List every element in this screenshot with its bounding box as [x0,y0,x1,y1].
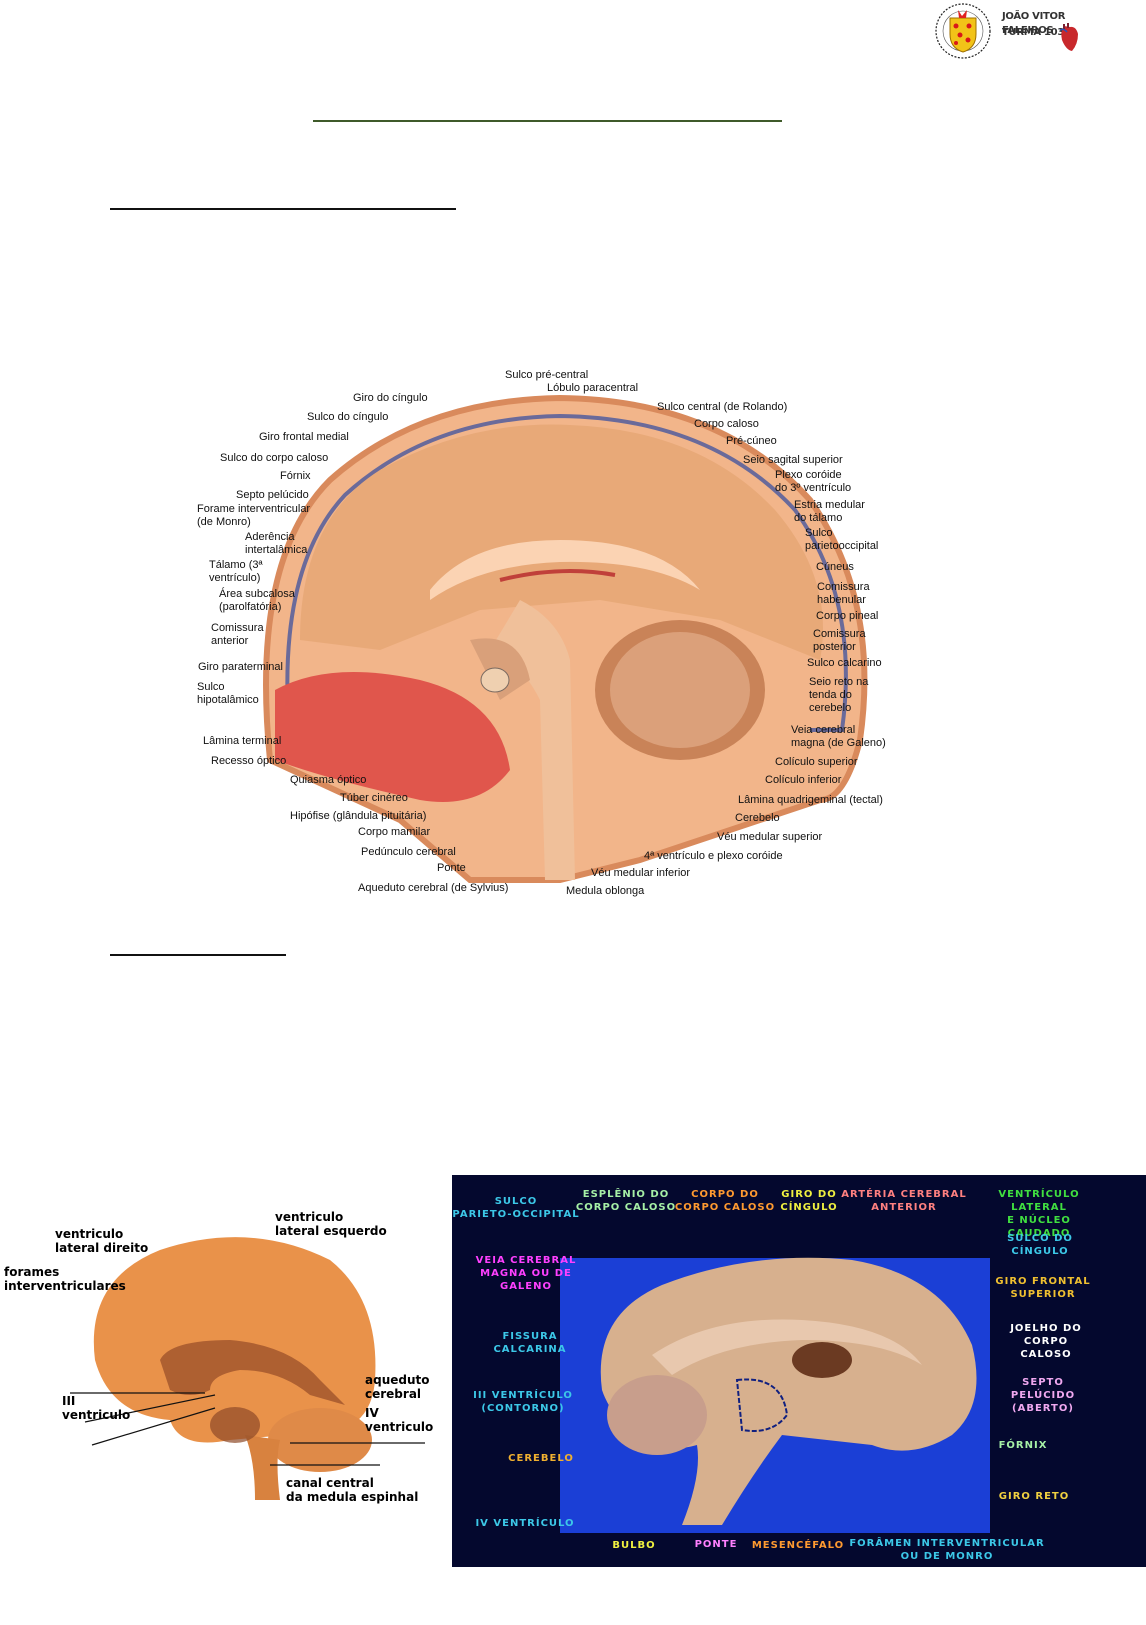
label-ponte: PONTE [694,1539,738,1550]
label-aderencia: Aderência intertalâmica [245,531,308,556]
header-logo: JOÃO VITOR FALEIROS TURMA 103 [934,2,1094,60]
figure-sagittal-brain: Giro do cíngulo Sulco do cíngulo Giro fr… [197,369,886,897]
label-coliculo-superior: Colículo superior [775,756,858,768]
label-corpo-mamilar: Corpo mamilar [358,826,431,838]
ventricles-illustration [70,1237,425,1500]
label-lobulo-paracentral: Lóbulo paracentral [547,382,639,394]
label-forames-interventriculares: forames interventriculares [4,1265,126,1293]
label-septo-pelucido: SEPTO PELÚCIDO (ABERTO) [1010,1377,1076,1414]
figure-ventricles: ventriculo lateral direito ventriculo la… [0,1200,450,1520]
figure-brain-photo: SULCO PARIETO-OCCIPITAL ESPLÊNIO DO CORP… [452,1175,1146,1567]
class-label: TURMA 103 [1002,27,1064,38]
label-seio-sagital: Seio sagital superior [743,454,843,466]
label-septo-pelucido: Septo pelúcido [236,489,309,501]
label-veu-medular-superior: Véu medular superior [717,831,823,843]
label-giro-cingulo: Giro do cíngulo [353,392,428,404]
label-recesso-optico: Recesso óptico [211,755,287,767]
label-ventriculo-lateral-esquerdo: ventriculo lateral esquerdo [275,1210,387,1238]
label-seio-reto: Seio reto na tenda do cerebelo [809,676,869,714]
label-joelho: JOELHO DO CORPO CALOSO [1010,1323,1082,1360]
label-quiasma-optico: Quiasma óptico [290,774,367,786]
label-giro-paraterminal: Giro paraterminal [198,661,283,673]
label-sulco-central: Sulco central (de Rolando) [657,401,788,413]
label-ponte: Ponte [437,862,466,874]
label-sulco-hipotalamico: Sulco hipotalâmico [197,681,259,706]
label-arteria-cerebral: ARTÉRIA CEREBRAL ANTERIOR [841,1189,967,1213]
label-area-subcalosa: Área subcalosa (parolfatória) [219,588,295,613]
label-comissura-posterior: Comissura posterior [813,628,866,653]
label-plexo-coroide: Plexo coróide do 3º ventrículo [775,469,852,494]
label-aqueduto-cerebral: aqueduto cerebral [365,1373,430,1401]
label-iii-ventriculo: III VENTRÍCULO (CONTORNO) [473,1390,573,1414]
section2-underline [110,954,286,956]
label-forame-interventricular: Forame interventricular (de Monro) [197,503,311,528]
label-sulco-cingulo: Sulco do cíngulo [307,411,389,423]
label-giro-frontal-superior: GIRO FRONTAL SUPERIOR [995,1276,1091,1300]
label-giro-do-cingulo: GIRO DO CÍNGULO [780,1189,838,1213]
label-veu-medular-inferior: Véu medular inferior [591,867,691,879]
label-canal-central: canal central da medula espinhal [286,1476,419,1504]
label-estria-medular: Estria medular do tálamo [794,499,865,524]
label-lamina-terminal: Lâmina terminal [203,735,282,747]
label-mesencefalo: MESENCÉFALO [751,1540,845,1551]
label-corpo-caloso: Corpo caloso [694,418,759,430]
label-giro-frontal-medial: Giro frontal medial [259,431,349,443]
label-iv-ventriculo: IV VENTRÍCULO [475,1518,575,1529]
label-pedunculo-cerebral: Pedúnculo cerebral [361,846,456,858]
label-lamina-quadrigeminal: Lâmina quadrigeminal (tectal) [738,794,883,806]
label-fornix: FÓRNIX [998,1440,1048,1451]
label-cerebelo: Cerebelo [735,812,780,824]
label-corpo-pineal: Corpo pineal [816,610,879,622]
label-sulco-parieto-occipital: SULCO PARIETO-OCCIPITAL [452,1196,580,1220]
label-sulco-pre-central: Sulco pré-central [505,369,589,381]
title-underline [313,120,782,122]
label-veia-cerebral-magna: VEIA CEREBRAL MAGNA OU DE GALENO [475,1255,577,1292]
heart-icon [1059,23,1078,51]
brain-photo [560,1257,990,1533]
label-hipofise: Hipófise (glândula pituitária) [290,810,427,822]
label-sulco-do-cingulo: SULCO DO CÍNGULO [1007,1233,1073,1257]
label-talamo: Tálamo (3ª ventrículo) [209,559,263,584]
label-fissura-calcarina: FISSURA CALCARINA [493,1331,567,1355]
label-pre-cuneo: Pré-cúneo [726,435,777,447]
label-iv-ventriculo: IV ventriculo [365,1406,434,1434]
label-medula-oblonga: Medula oblonga [566,885,645,897]
label-veia-cerebral-magna: Veia cerebral magna (de Galeno) [791,724,886,749]
label-comissura-anterior: Comissura anterior [211,622,264,647]
label-giro-reto: GIRO RETO [998,1491,1070,1502]
label-coliculo-inferior: Colículo inferior [765,774,842,786]
author-name: JOÃO VITOR FALEIROS [1002,11,1066,36]
sagittal-brain-illustration [263,394,868,883]
label-ventriculo-lateral-direito: ventriculo lateral direito [55,1227,149,1255]
label-esplenio: ESPLÊNIO DO CORPO CALOSO [575,1189,677,1213]
label-comissura-habenular: Comissura habenular [817,581,870,606]
label-corpo-do-corpo-caloso: CORPO DO CORPO CALOSO [674,1189,776,1213]
label-sulco-corpo-caloso: Sulco do corpo caloso [220,452,329,464]
label-sulco-calcarino: Sulco calcarino [807,657,882,669]
label-fornix: Fórnix [280,470,311,482]
label-sulco-parietooccipital: Sulco parietooccipital [805,527,879,552]
label-foramen-monro: FORÂMEN INTERVENTRICULAR OU DE MONRO [849,1538,1045,1562]
label-cerebelo: CEREBELO [508,1453,574,1464]
label-aqueduto: Aqueduto cerebral (de Sylvius) [358,882,509,894]
university-seal-icon [935,3,991,59]
section1-underline [110,208,456,210]
label-tuber-cinereo: Túber cinéreo [340,792,408,804]
label-iii-ventriculo: III ventriculo [62,1394,131,1422]
label-bulbo: BULBO [612,1540,656,1551]
label-quarto-ventriculo: 4ª ventrículo e plexo coróide [644,850,783,862]
label-cuneus: Cúneus [816,561,854,573]
label-ventriculo-lateral: VENTRÍCULO LATERAL E NÚCLEO CAUDADO [998,1189,1080,1239]
